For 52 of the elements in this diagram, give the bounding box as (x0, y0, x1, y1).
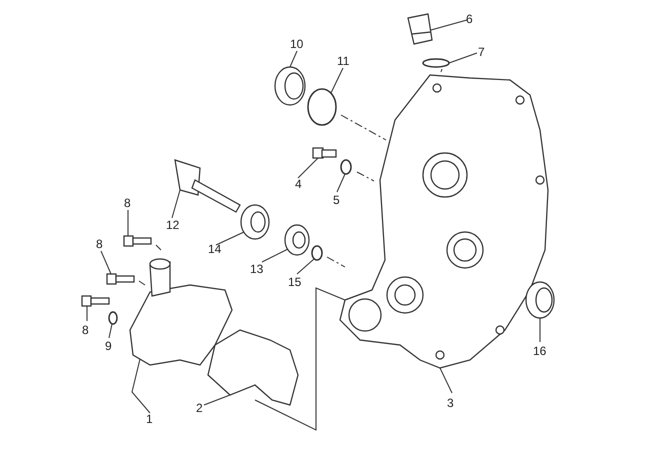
callout-number: 12 (166, 219, 180, 231)
bearing-drawing (284, 224, 310, 256)
leader-line (204, 394, 230, 406)
leader-line (108, 324, 112, 338)
leader-line (296, 258, 314, 274)
callout-number: 8 (82, 324, 89, 336)
bolt-drawing (106, 273, 135, 285)
callout-number: 7 (478, 46, 485, 58)
leader-line (100, 250, 112, 274)
oil-plug-drawing (407, 13, 433, 45)
leader-line (86, 306, 88, 322)
callout-number: 6 (466, 13, 473, 25)
bolt-drawing (81, 295, 110, 307)
leader-line (298, 158, 318, 178)
oil-seal-drawing (274, 66, 306, 106)
callout-number: 14 (208, 243, 222, 255)
crankcase-cover-drawing (339, 74, 549, 369)
bolt-drawing (123, 235, 152, 247)
callout-number: 5 (333, 194, 340, 206)
o-ring-drawing (422, 58, 450, 68)
leader-line (430, 20, 468, 30)
circlip-drawing (311, 245, 323, 261)
callout-number: 8 (124, 197, 131, 209)
washer-drawing (340, 159, 352, 175)
callout-number: 9 (105, 340, 112, 352)
impeller-shaft-drawing (174, 159, 241, 213)
leader-line (336, 174, 346, 192)
callout-number: 4 (295, 178, 302, 190)
callout-number: 2 (196, 402, 203, 414)
o-ring-drawing (307, 88, 337, 126)
leader-line (448, 52, 478, 64)
bolt-drawing (312, 147, 337, 159)
washer-drawing (108, 311, 118, 325)
leader-line (290, 50, 298, 68)
water-pump-cover-drawing (129, 258, 233, 366)
leader-line (262, 248, 288, 262)
gasket-drawing (207, 329, 299, 406)
callout-number: 10 (290, 38, 304, 50)
callout-number: 3 (447, 397, 454, 409)
callout-number: 8 (96, 238, 103, 250)
callout-number: 1 (146, 413, 153, 425)
callout-number: 13 (250, 263, 264, 275)
callout-number: 11 (337, 55, 350, 67)
callout-number: 15 (288, 276, 302, 288)
leader-line (131, 358, 150, 414)
leader-line (216, 232, 244, 246)
leader-line (172, 190, 180, 218)
leader-line (440, 368, 452, 394)
bearing-drawing (240, 204, 270, 240)
seal-drawing (525, 281, 555, 319)
callout-number: 16 (533, 345, 546, 357)
leader-line (330, 68, 344, 94)
